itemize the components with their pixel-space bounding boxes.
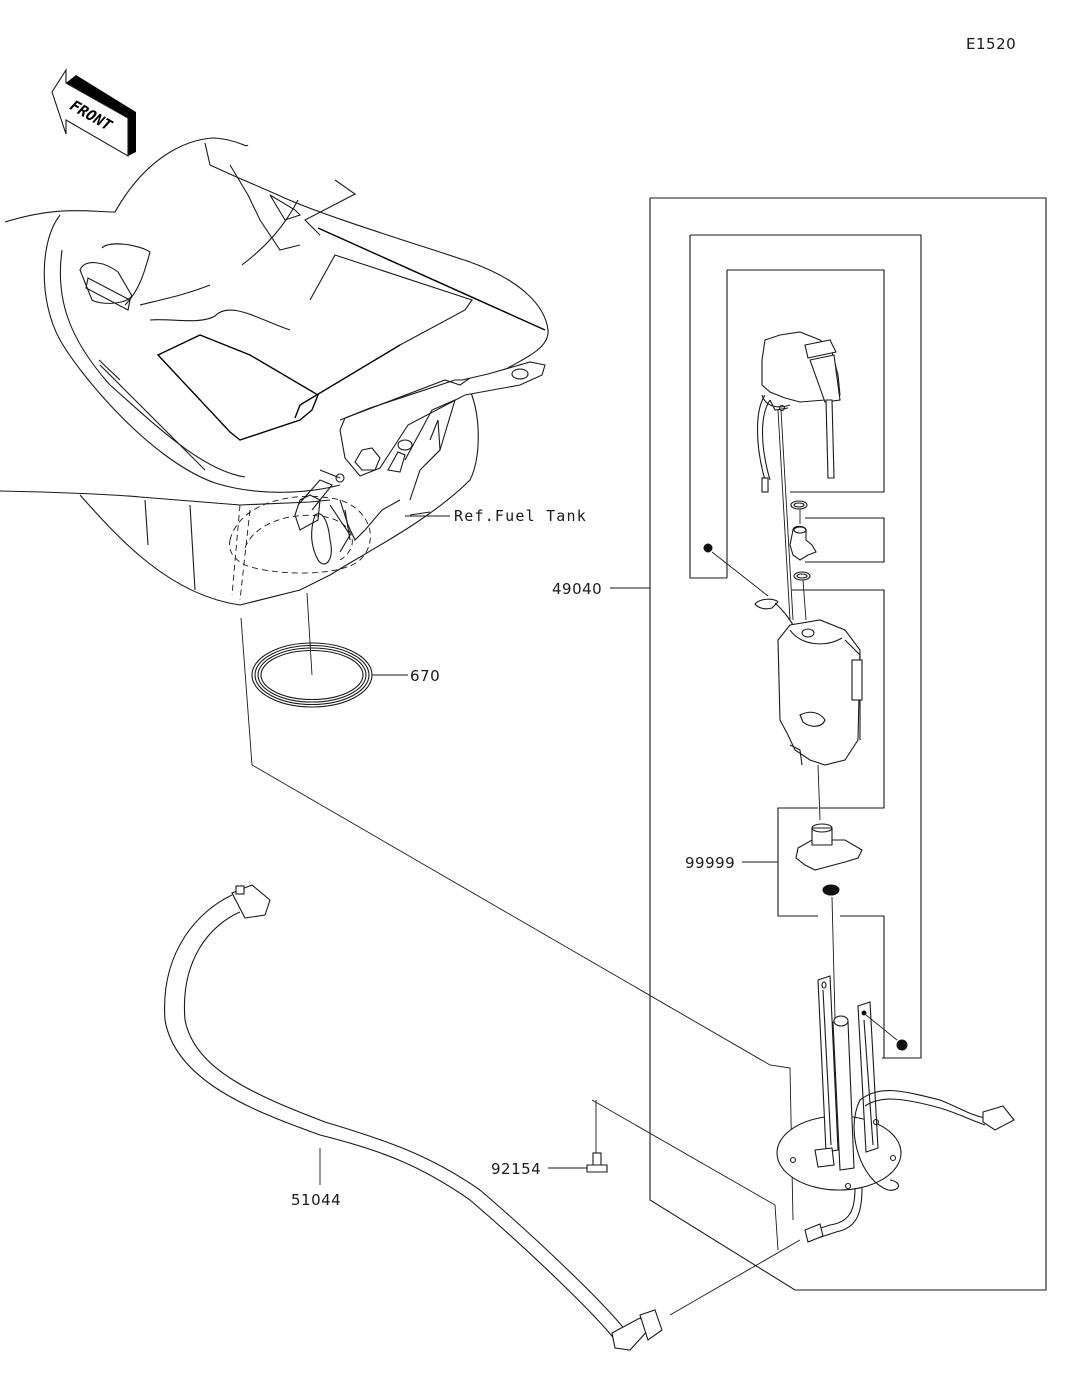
- fuel-pump-body: [777, 619, 863, 821]
- pump-flange-base: [776, 975, 1015, 1243]
- assembly-leader-line: [240, 617, 794, 1221]
- ground-terminal: [703, 543, 796, 629]
- fuel-hose-drawing: [164, 884, 663, 1351]
- diagram-code: E1520: [966, 35, 1016, 53]
- fuel-connector-joint: [789, 500, 817, 621]
- fuel-tank-drawing: [0, 137, 549, 606]
- bracket-49040: [649, 197, 1047, 1291]
- fuel-pump-top-unit: [756, 331, 841, 621]
- part-number-92154: 92154: [491, 1160, 541, 1178]
- part-number-670: 670: [410, 667, 440, 685]
- bracket-pump-body: [792, 589, 885, 809]
- o-ring-gasket-drawing: [251, 592, 373, 708]
- filter-component-drawing: [795, 823, 863, 1019]
- reference-label: Ref.Fuel Tank: [454, 507, 587, 525]
- bracket-inner-1-left: [689, 235, 727, 579]
- hose-leader-line: [669, 1239, 801, 1316]
- bracket-inner-1: [690, 234, 922, 1059]
- bolt-drawing: [586, 1100, 608, 1173]
- part-number-49040: 49040: [552, 580, 602, 598]
- bracket-joint: [805, 517, 885, 563]
- part-number-99999: 99999: [685, 854, 735, 872]
- bracket-pump-top: [727, 269, 885, 493]
- front-arrow-icon: FRONT: [51, 68, 136, 157]
- bolt-leader-line: [591, 1099, 779, 1251]
- part-number-51044: 51044: [291, 1191, 341, 1209]
